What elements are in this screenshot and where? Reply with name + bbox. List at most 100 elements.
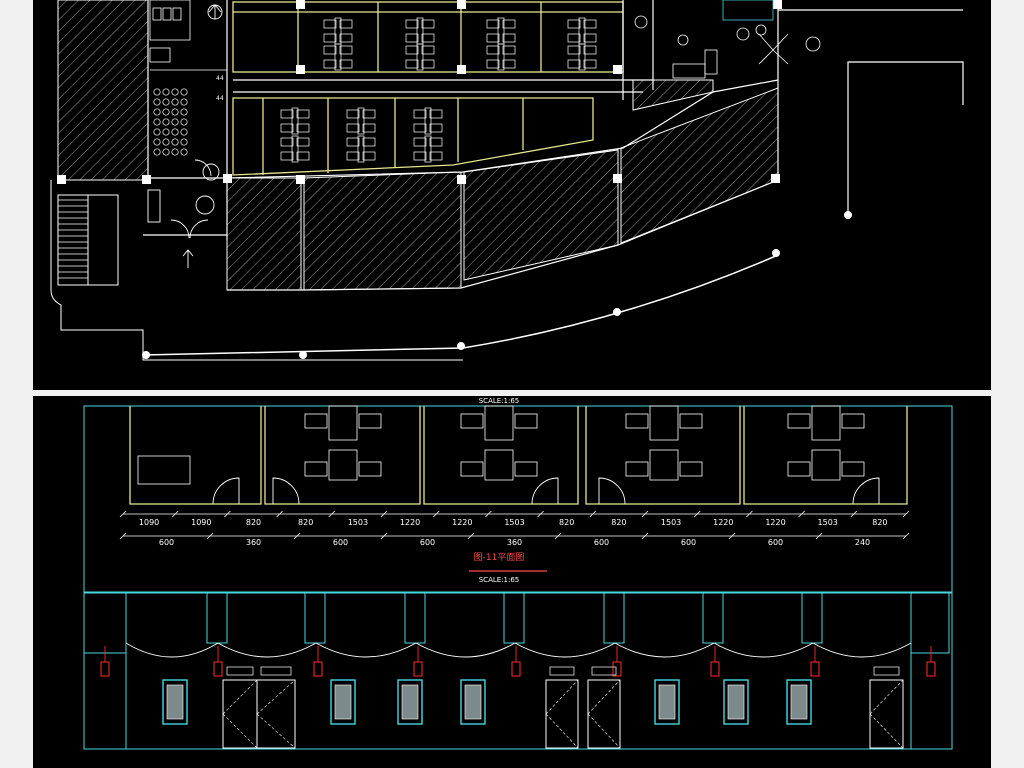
meeting-chair <box>180 98 188 106</box>
dimension-label: 600 <box>594 538 609 547</box>
meeting-chair <box>171 108 179 116</box>
meeting-chair <box>180 148 188 156</box>
drawing-caption: 图-11平面图 <box>474 552 525 563</box>
desk-cluster <box>304 405 382 481</box>
desk-cluster <box>486 43 516 71</box>
elevation-door <box>256 666 296 749</box>
dimension-label: 820 <box>246 518 261 527</box>
desk-cluster <box>280 107 310 135</box>
scale-label: SCALE:1:65 <box>479 397 520 405</box>
meeting-chair <box>180 108 188 116</box>
wall-panel <box>162 679 188 725</box>
dimension-label: 1220 <box>765 518 785 527</box>
wall-panel <box>786 679 812 725</box>
dim-tick <box>798 510 805 518</box>
dimension-label: 820 <box>298 518 313 527</box>
dim-tick <box>380 510 388 518</box>
elevation-view <box>83 592 953 750</box>
scale-label: SCALE:1:65 <box>479 576 520 584</box>
dim-tick <box>554 532 562 540</box>
meeting-chair <box>162 138 170 146</box>
desk-cluster <box>625 405 703 481</box>
dim-tick <box>328 510 336 518</box>
elevation-column <box>304 592 326 644</box>
dim-tick <box>171 510 179 518</box>
meeting-chair <box>171 98 179 106</box>
wall-panel <box>460 679 486 725</box>
dim-tick <box>902 510 910 518</box>
office-row-top <box>232 1 624 73</box>
meeting-chair <box>153 118 161 126</box>
dimension-label: 820 <box>872 518 887 527</box>
pendant-light <box>926 661 936 677</box>
meeting-chair <box>153 98 161 106</box>
pendant-light <box>612 661 622 677</box>
meeting-room-seating <box>153 88 188 156</box>
meeting-chair <box>171 148 179 156</box>
desk-cluster <box>567 17 597 45</box>
elevation-column <box>404 592 426 644</box>
dimension-label: 1503 <box>661 518 681 527</box>
desk-cluster <box>346 107 376 135</box>
desk-cluster <box>413 135 443 163</box>
desk-cluster <box>460 405 538 481</box>
meeting-chair <box>180 128 188 136</box>
desk-cluster <box>405 43 435 71</box>
desk-clusters-middle <box>280 107 443 163</box>
dimension-label: 1220 <box>452 518 472 527</box>
meeting-chair <box>153 138 161 146</box>
meeting-chair <box>171 88 179 96</box>
dimension-label: 600 <box>681 538 696 547</box>
meeting-chair <box>153 88 161 96</box>
meeting-chair <box>162 118 170 126</box>
door-swing <box>531 477 559 505</box>
meeting-chair <box>153 108 161 116</box>
hatched-zones <box>226 79 779 291</box>
dimension-label: 820 <box>611 518 626 527</box>
meeting-chair <box>171 138 179 146</box>
dimension-label: 240 <box>855 538 870 547</box>
dimension-label: 360 <box>507 538 522 547</box>
pendant-light <box>313 661 323 677</box>
staircase <box>50 180 463 361</box>
ceiling-arc <box>713 642 814 658</box>
room-label: 44 <box>216 95 224 102</box>
dim-tick <box>485 510 492 518</box>
enlarged-office-plan <box>83 405 953 593</box>
meeting-chair <box>162 108 170 116</box>
dim-tick <box>850 510 858 518</box>
meeting-chair <box>171 128 179 136</box>
office-row-middle <box>232 97 594 176</box>
ceiling-arc <box>514 642 616 658</box>
desk-cluster <box>323 17 353 45</box>
dimension-label: 600 <box>420 538 435 547</box>
entry-doors <box>147 159 220 268</box>
dim-tick <box>728 532 736 540</box>
dimension-label: 1220 <box>400 518 420 527</box>
dimension-label: 1503 <box>504 518 524 527</box>
sofa <box>137 455 191 485</box>
desk-cluster <box>280 135 310 163</box>
corridor-walls <box>143 0 964 291</box>
desk-cluster <box>323 43 353 71</box>
desk-cluster <box>413 107 443 135</box>
door-swing <box>272 477 300 505</box>
restroom-block <box>149 0 227 71</box>
ceiling-arc <box>812 642 912 658</box>
ceiling-arc <box>217 642 317 658</box>
dim-tick <box>276 510 283 518</box>
structural-columns <box>57 0 852 359</box>
meeting-chair <box>162 88 170 96</box>
dimension-label: 1220 <box>713 518 733 527</box>
dim-tick <box>467 532 475 540</box>
dimension-label: 600 <box>159 538 174 547</box>
meeting-chair <box>171 118 179 126</box>
elevation-column <box>801 592 823 644</box>
meeting-chair <box>180 88 188 96</box>
desk-cluster <box>405 17 435 45</box>
ceiling-arc <box>415 642 516 658</box>
meeting-chair <box>153 128 161 136</box>
